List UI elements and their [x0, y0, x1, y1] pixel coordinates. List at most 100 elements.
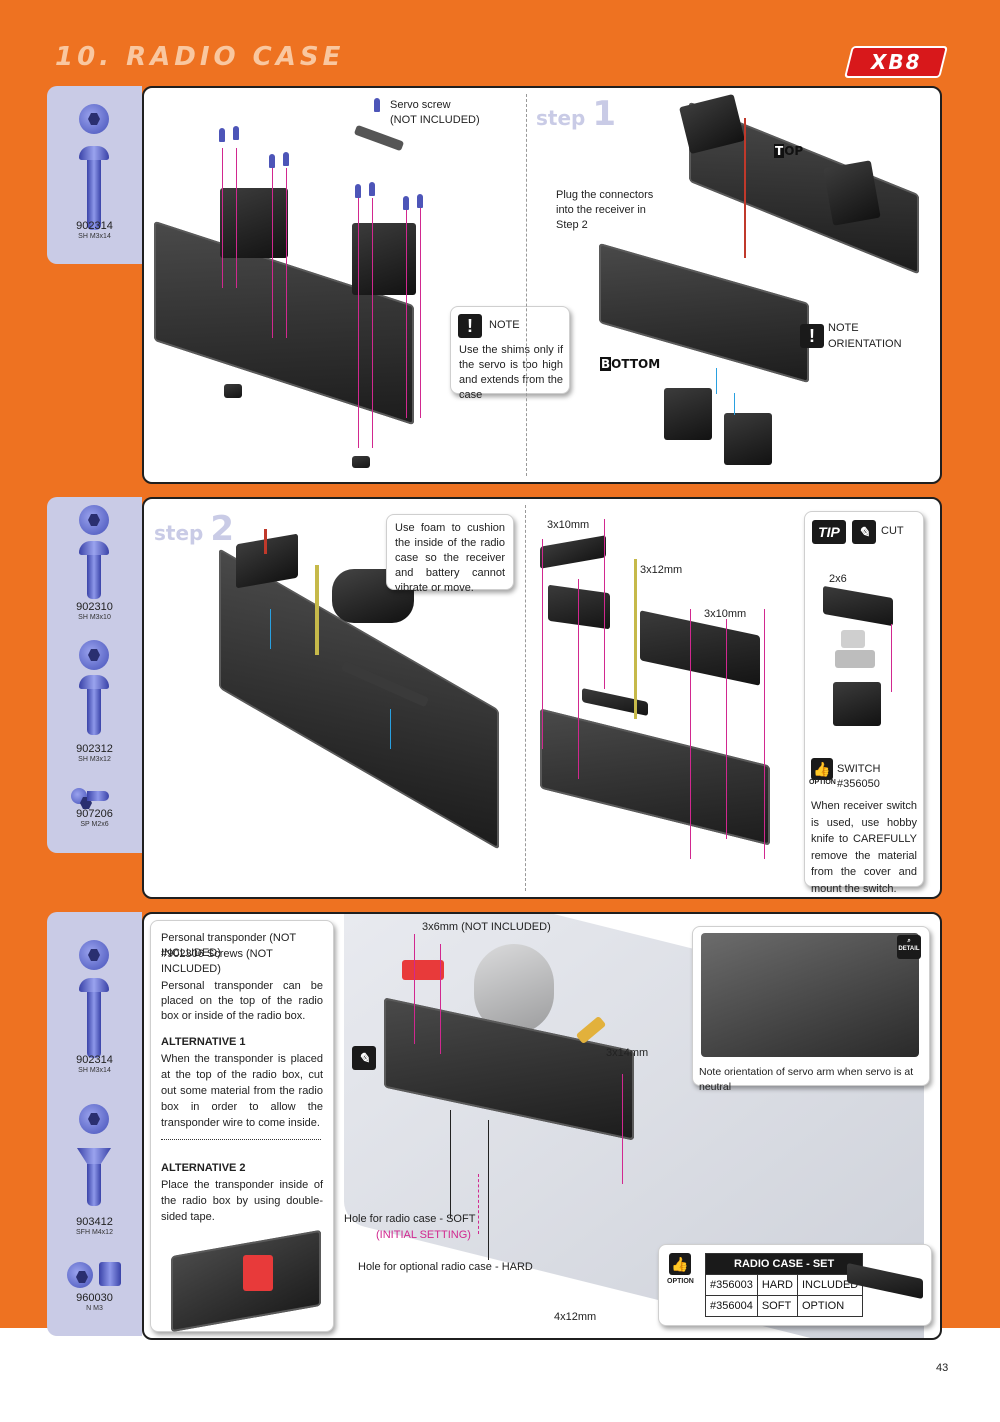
part-code: 960030 — [76, 1292, 113, 1304]
receiver-antenna-wire — [264, 529, 267, 554]
switch-tip-callout: TIP ✎ CUT 2x6 👍 SWITCH #356050 OPTION Wh… — [804, 511, 924, 895]
part-code: 902314 — [76, 1054, 113, 1066]
screw-size-label: 3x6mm (NOT INCLUDED) — [422, 921, 551, 933]
small-screw-shaft-icon — [87, 791, 109, 801]
blue-arrow-line — [390, 709, 391, 749]
antenna-tube-illustration — [634, 559, 637, 719]
assembly-line — [222, 148, 223, 288]
bottom-label-rest: OTTOM — [611, 357, 661, 371]
parts-strip-1: 902314 SH M3x14 — [47, 86, 142, 264]
servo-wire — [744, 118, 746, 258]
note-title: NOTE — [489, 319, 520, 331]
assembly-line — [891, 624, 892, 692]
screw-icon — [369, 182, 375, 196]
screw-size-label: 2x6 — [829, 573, 847, 585]
bolt-head-icon — [79, 940, 109, 970]
option-set-callout: 👍 OPTION RADIO CASE - SET #356003 HARD I… — [658, 1244, 932, 1326]
note-orientation-line1: NOTE — [828, 322, 859, 334]
bottom-label-initial: B — [600, 357, 612, 371]
warning-icon: ! — [458, 314, 482, 338]
blue-arrow-line — [734, 393, 735, 415]
part-size: SH M3x10 — [78, 614, 111, 621]
assembly-line — [478, 1174, 479, 1234]
antenna-tube-illustration — [315, 565, 319, 655]
assembly-line — [764, 609, 765, 859]
radio-case-set-table: RADIO CASE - SET #356003 HARD INCLUDED #… — [704, 1253, 864, 1317]
switch-mount-illustration — [835, 650, 875, 668]
screw-size-label: 3x10mm — [547, 519, 590, 531]
warning-icon: ! — [800, 324, 824, 348]
bolt-cap-icon — [79, 146, 109, 160]
foam-tip-callout: Use foam to cushion the inside of the ra… — [386, 514, 514, 594]
bolt-cap-icon — [79, 675, 109, 689]
tip-badge: TIP — [812, 520, 846, 544]
servo-screw-icon — [374, 98, 380, 112]
knife-icon: ✎ — [852, 520, 876, 544]
alt1-title: ALTERNATIVE 1 — [161, 1036, 246, 1048]
screw-icon — [269, 154, 275, 168]
page-title: 10. RADIO CASE — [55, 42, 345, 72]
step-word: step — [154, 521, 204, 545]
detail-callout: ⌕DETAIL Note orientation of servo arm wh… — [692, 926, 930, 1093]
option-label: OPTION — [667, 1278, 694, 1285]
assembly-line — [578, 579, 579, 779]
cover-cut-illustration — [823, 585, 893, 627]
bolt-head-icon — [79, 1104, 109, 1134]
top-label-initial: T — [774, 144, 785, 158]
assembly-line — [542, 539, 543, 749]
assembly-line — [236, 148, 237, 288]
part-size: SP M2x6 — [80, 821, 109, 828]
transponder-text: Personal transponder can be placed on th… — [161, 980, 323, 1022]
note-callout: ! NOTE Use the shims only if the servo i… — [450, 306, 570, 401]
transponder-illustration — [402, 960, 444, 980]
nut-icon — [67, 1262, 93, 1288]
brand-logo-text: XB8 — [870, 50, 922, 74]
assembly-line — [726, 619, 727, 839]
assembly-line — [406, 208, 407, 418]
transponder-callout: Personal transponder (NOT INCLUDED) #902… — [150, 920, 334, 1333]
screw-icon — [233, 126, 239, 140]
thumbs-up-icon: 👍 — [811, 758, 833, 780]
part-label: 902314 SH M3x14 — [47, 1054, 142, 1075]
assembly-line — [272, 168, 273, 338]
part-label: 903412 SFH M4x12 — [47, 1216, 142, 1237]
alt2-text: Place the transponder inside of the radi… — [161, 1179, 323, 1223]
small-screw-head-icon — [71, 788, 87, 804]
assembly-line — [358, 198, 359, 448]
detail-badge-text: DETAIL — [898, 946, 920, 952]
part-size: SH M3x14 — [78, 233, 111, 240]
assembly-line — [420, 208, 421, 418]
switch-instructions: When receiver switch is used, use hobby … — [811, 800, 917, 895]
bolt-cap-icon — [79, 541, 109, 555]
part-code: 902310 — [76, 601, 113, 613]
assembly-line — [440, 944, 441, 1054]
table-cell: #356003 — [705, 1274, 758, 1296]
screw-size-label: 3x14mm — [606, 1047, 649, 1059]
switch-body-illustration — [833, 682, 881, 726]
part-label: 902312 SH M3x12 — [47, 743, 142, 764]
dotted-separator — [161, 1139, 321, 1140]
section-servo-install: Servo screw (NOT INCLUDED) ! NOTE Use th… — [142, 86, 942, 484]
parts-strip-3: 902314 SH M3x14 903412 SFH M4x12 960030 … — [47, 912, 142, 1336]
part-size: SH M3x14 — [78, 1067, 111, 1074]
bolt-shaft-icon — [87, 992, 101, 1058]
step-1-label: step 1 — [536, 94, 616, 134]
servo-bottom-illustration-2 — [724, 413, 772, 465]
part-label: 960030 N M3 — [47, 1292, 142, 1313]
shim-illustration — [224, 384, 242, 398]
bolt-head-icon — [79, 104, 109, 134]
alt2-title: ALTERNATIVE 2 — [161, 1162, 246, 1174]
switch-plate-illustration — [582, 687, 648, 717]
blue-arrow-line — [270, 609, 271, 649]
detail-magnifier-icon: ⌕DETAIL — [897, 935, 921, 959]
shim-illustration — [352, 456, 370, 468]
knife-icon: ✎ — [352, 1046, 376, 1070]
bottom-label: BOTTOM — [600, 357, 660, 371]
table-cell: OPTION — [796, 1295, 864, 1317]
bolt-shaft-icon — [87, 555, 101, 599]
transponder-line1: Personal transponder (NOT INCLUDED) — [161, 932, 296, 959]
switch-label: SWITCH #356050 — [837, 763, 881, 790]
screw-size-label: 3x10mm — [704, 608, 747, 620]
servo-screw-label: Servo screw — [390, 99, 451, 111]
assembly-line — [622, 1074, 623, 1184]
